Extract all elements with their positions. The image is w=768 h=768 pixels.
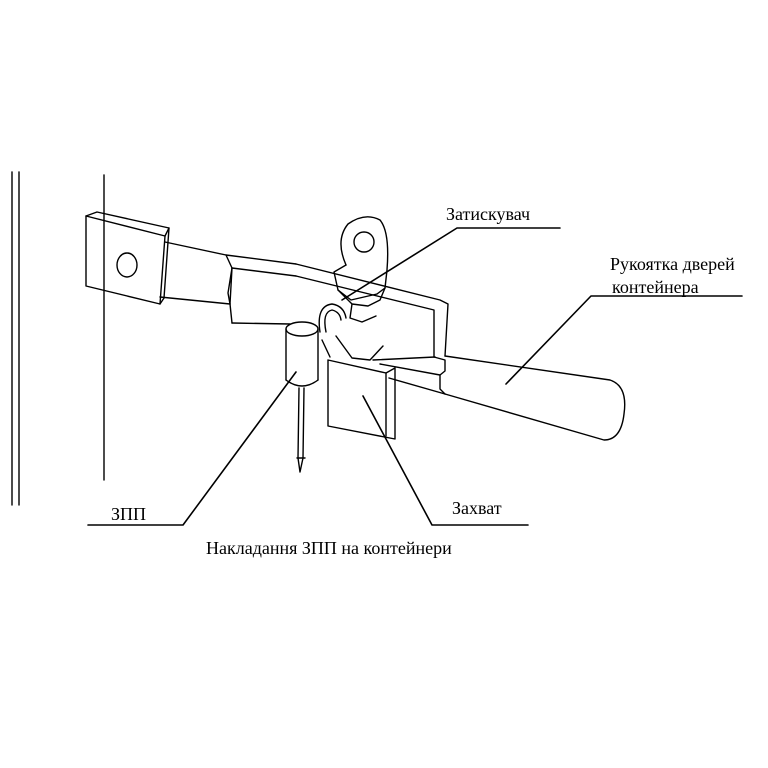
seal-device <box>285 303 347 473</box>
clamp <box>333 216 389 323</box>
door-handle <box>159 241 626 441</box>
leader-seal <box>87 371 297 526</box>
diagram-caption: Накладання ЗПП на контейнери <box>206 538 452 558</box>
clamp-eye <box>353 231 375 253</box>
label-clamp: Затискувач <box>446 204 531 224</box>
label-door-handle-line2: контейнера <box>612 277 699 297</box>
leader-handle <box>505 295 743 385</box>
leader-lines <box>87 227 743 526</box>
leader-clamp <box>341 227 561 301</box>
door-frame <box>11 171 105 506</box>
label-door-handle-line1: Рукоятка дверей <box>610 254 735 274</box>
bracket-hole <box>116 252 138 278</box>
mounting-bracket <box>85 211 170 305</box>
grip-plate <box>321 335 396 440</box>
label-seal: ЗПП <box>111 504 147 524</box>
label-grip: Захват <box>452 498 502 518</box>
leader-grip <box>362 395 529 526</box>
